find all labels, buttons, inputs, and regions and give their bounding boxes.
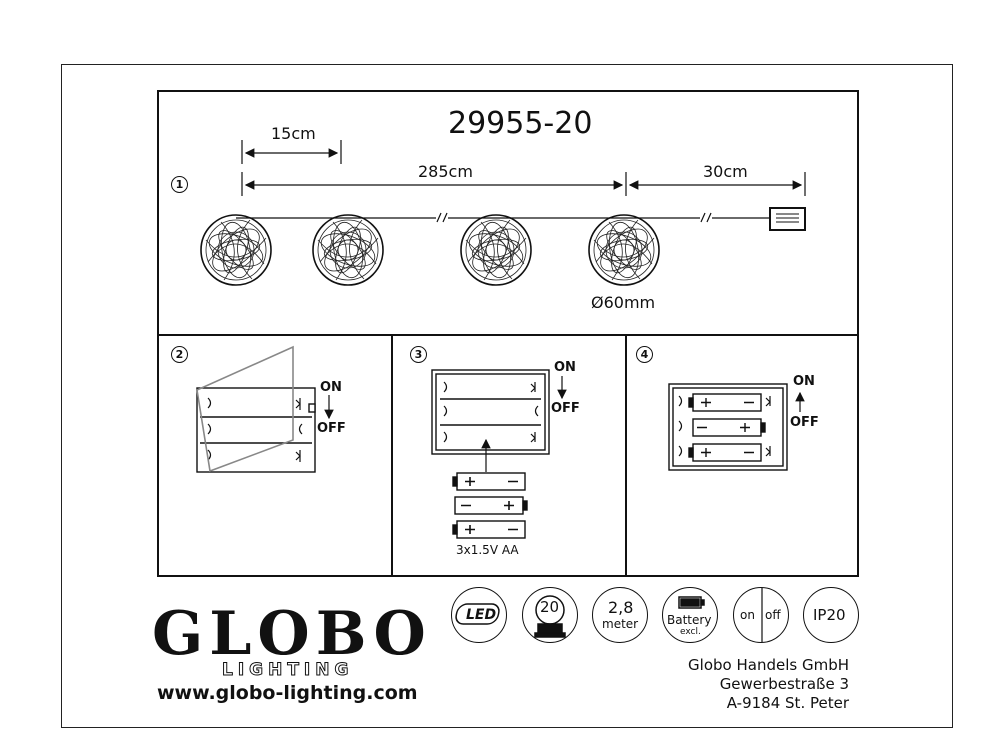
cable (236, 212, 770, 223)
length-unit: meter (602, 617, 639, 631)
switch-on-label: ON (320, 380, 342, 395)
switch-off-label: OFF (790, 415, 819, 430)
dimension-spacing: 15cm (271, 124, 316, 143)
light-ball-icon (200, 214, 272, 286)
document-frame (61, 64, 953, 728)
switch-on-label: ON (554, 360, 576, 375)
step-number: 2 (171, 346, 188, 363)
battery-box-open-drawing (196, 345, 334, 473)
bulb-count-badge: 20 (522, 587, 578, 643)
switch-off-label: OFF (317, 421, 346, 436)
battery-box-filled-drawing (668, 383, 805, 471)
aa-battery-icon (452, 472, 526, 491)
light-ball-icon (312, 214, 384, 286)
ip-badge: IP20 (803, 587, 859, 643)
battery-badge: Battery excl. (662, 587, 718, 643)
dimension-length: 285cm (418, 162, 473, 181)
dimension-lines (241, 140, 806, 196)
light-ball-icon (460, 214, 532, 286)
switch-on-label: ON (793, 374, 815, 389)
address-line: A-9184 St. Peter (726, 694, 849, 712)
bulb-count: 20 (540, 598, 560, 616)
switch-badge: on off (733, 587, 789, 643)
switch-off: off (765, 608, 781, 622)
aa-battery-icon (452, 520, 526, 539)
light-ball-icon (588, 214, 660, 286)
battery-insertion-drawing (431, 369, 567, 472)
product-number: 29955-20 (448, 106, 593, 141)
panel-step-4 (625, 334, 859, 577)
address-line: Gewerbestraße 3 (719, 675, 849, 693)
battery-box-icon (769, 207, 806, 231)
address-line: Globo Handels GmbH (688, 656, 849, 674)
switch-on: on (740, 608, 755, 622)
step-number: 3 (410, 346, 427, 363)
led-badge: LED (451, 587, 507, 643)
length-value: 2,8 (608, 598, 634, 617)
brand-sub: LIGHTING (221, 660, 354, 681)
battery-label: Battery (667, 613, 712, 627)
battery-spec: 3x1.5V AA (456, 543, 519, 557)
battery-sub: excl. (680, 627, 701, 637)
dimension-lead: 30cm (703, 162, 748, 181)
step-number: 1 (171, 176, 188, 193)
step-number: 4 (636, 346, 653, 363)
brand-url: www.globo-lighting.com (157, 682, 418, 704)
brand-logo: GLOBO (152, 599, 432, 669)
length-badge: 2,8 meter (592, 587, 648, 643)
dimension-diameter: Ø60mm (591, 293, 656, 312)
aa-battery-icon (454, 496, 528, 515)
ip-rating: IP20 (813, 606, 846, 624)
led-label: LED (466, 607, 497, 623)
switch-off-label: OFF (551, 401, 580, 416)
